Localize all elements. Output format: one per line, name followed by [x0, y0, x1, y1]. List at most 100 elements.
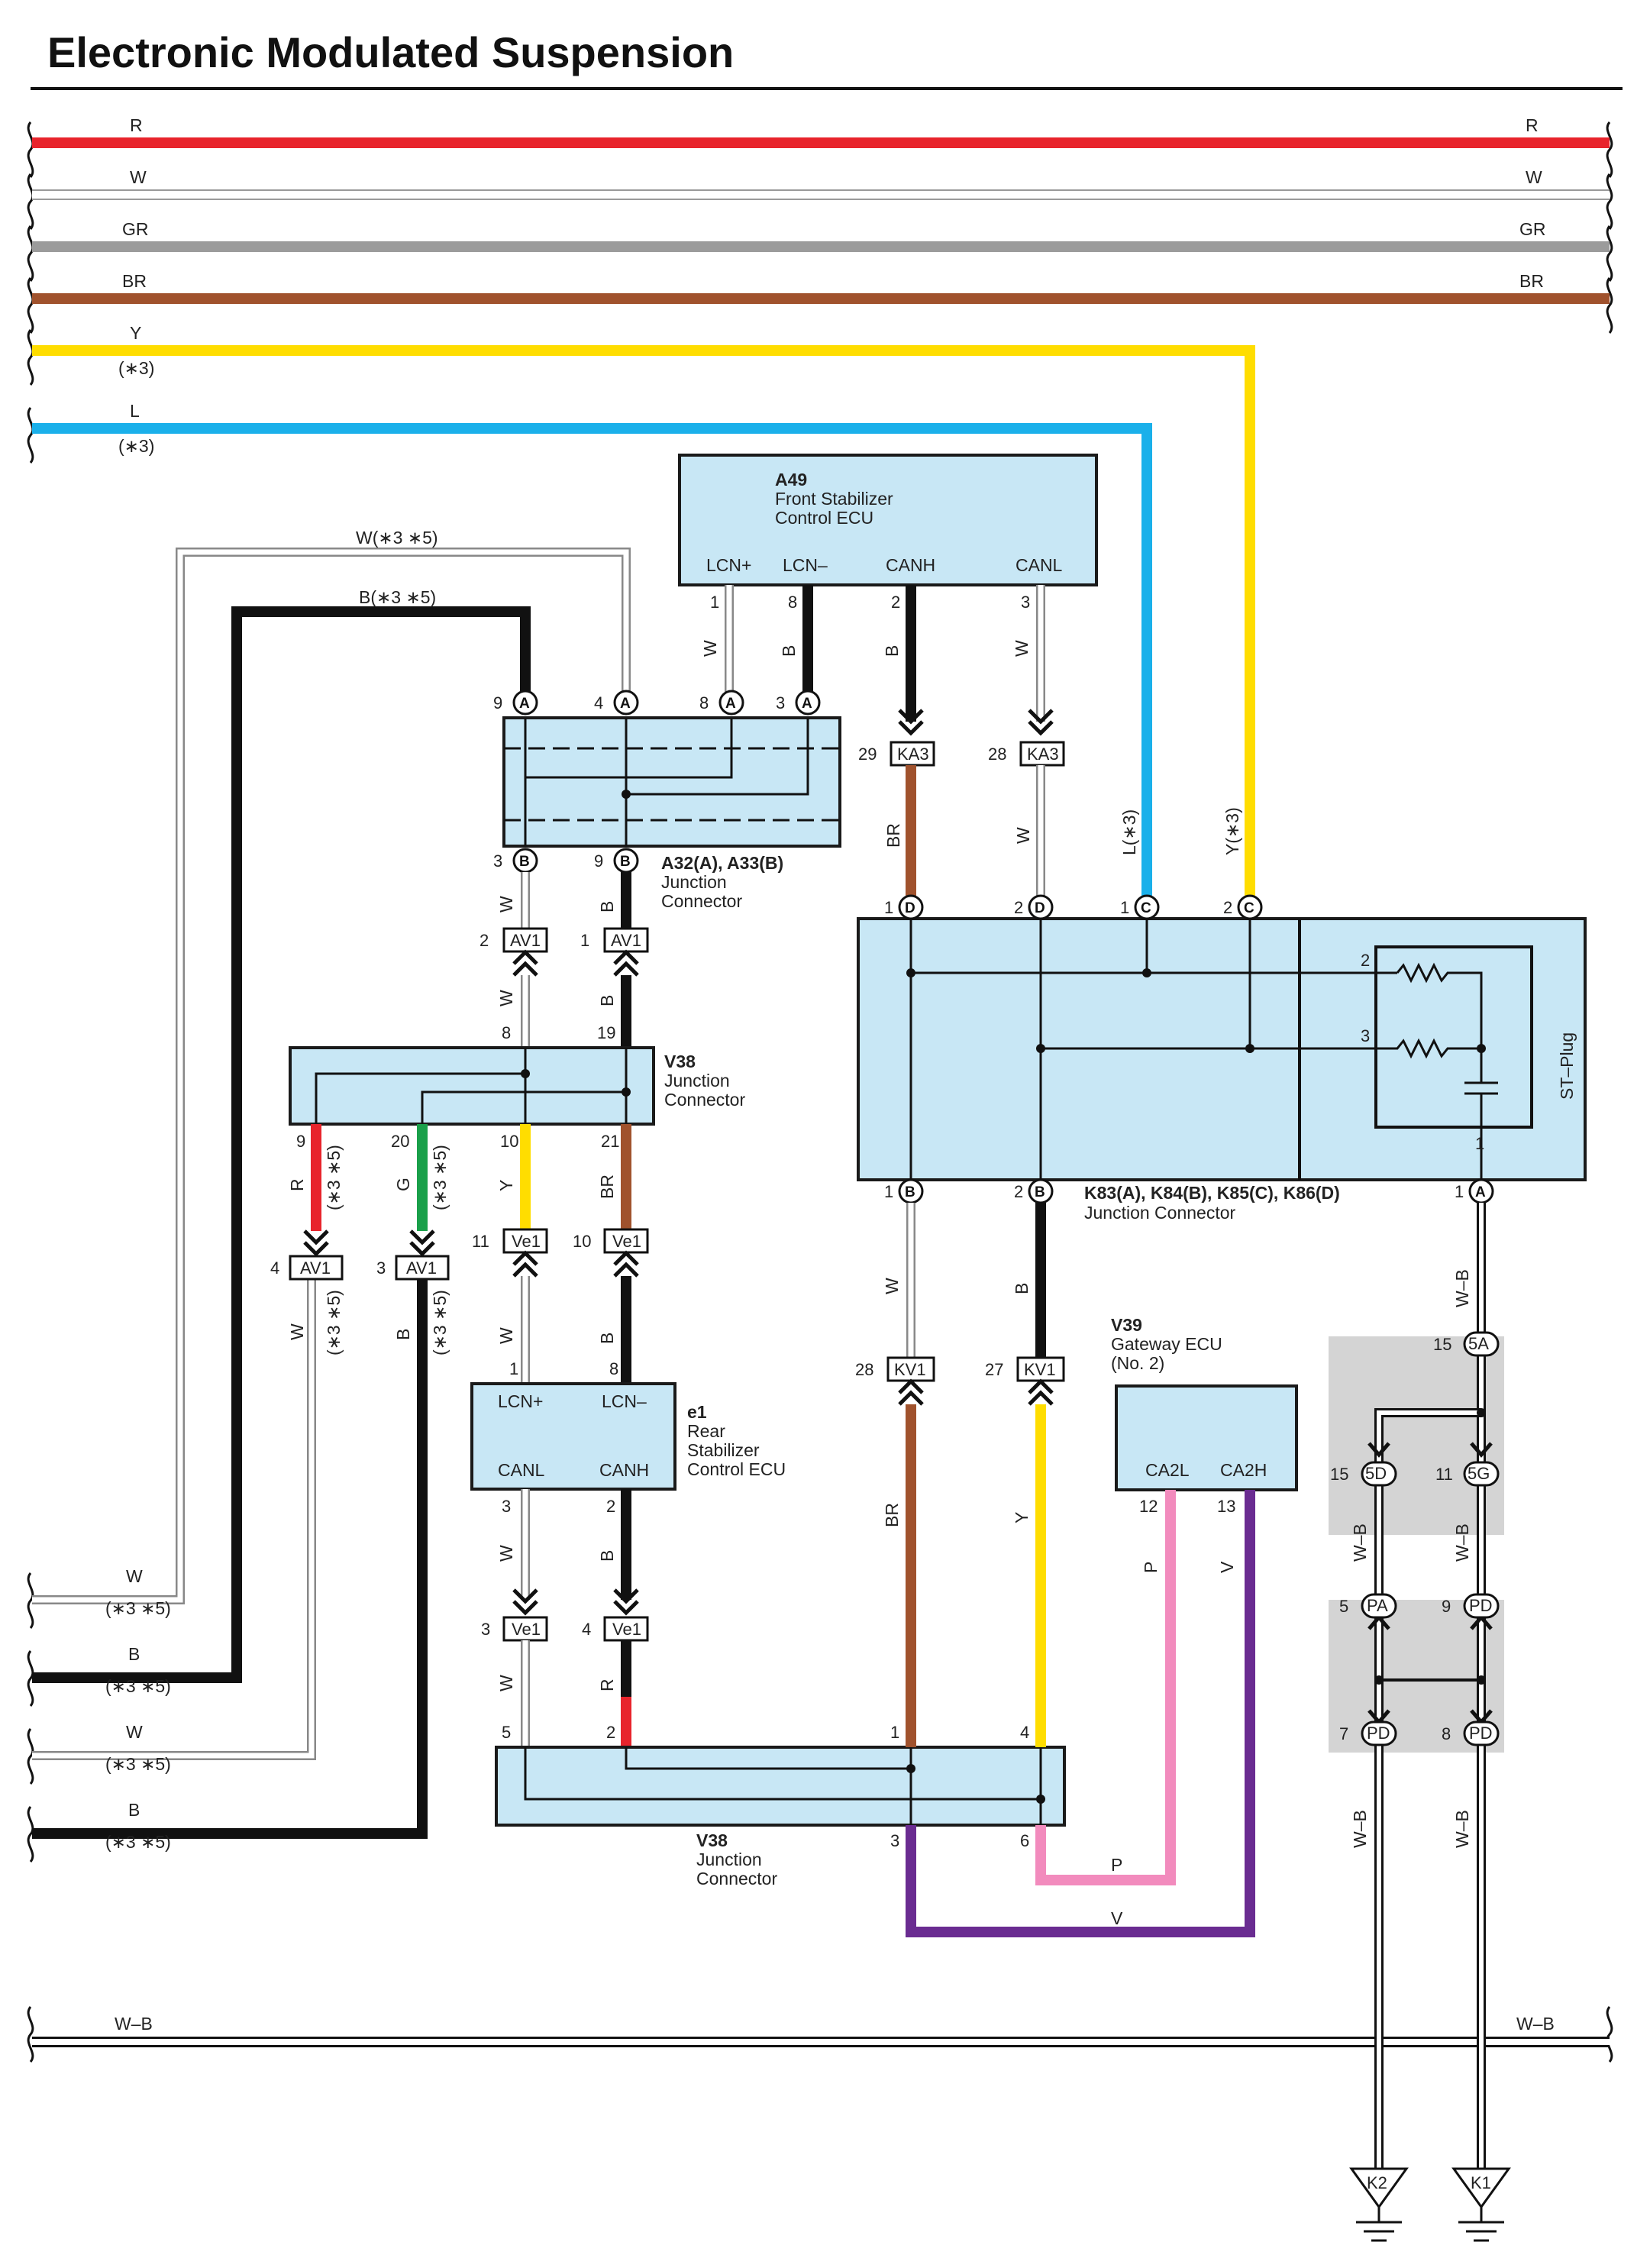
v38-top-name-2: Connector: [664, 1090, 745, 1110]
st-plug-box: [1374, 945, 1533, 1129]
v38-low-pin-1: 1: [890, 1723, 899, 1742]
left-wire-4-color: B: [128, 1800, 140, 1820]
gnd-splice-2: [1374, 1675, 1384, 1685]
k83-top-pin-2: 2: [1014, 898, 1023, 917]
ve1-low-wire-r: R: [597, 1678, 617, 1691]
a32-name-1: Junction: [661, 872, 727, 892]
left-wire-1-note: (∗3 ∗5): [105, 1598, 171, 1618]
svg-text:PD: PD: [1367, 1724, 1390, 1743]
v38-top-pin-21: 21: [601, 1132, 619, 1151]
top-b-wire-label: B(∗3 ∗5): [359, 587, 436, 607]
v-wire: [906, 1490, 1255, 1937]
e1-term-lcnp: LCN+: [498, 1391, 543, 1411]
v39-term-ca2l: CA2L: [1145, 1460, 1190, 1480]
left-wire-4-note: (∗3 ∗5): [105, 1832, 171, 1852]
gnd-conn-pa-pin: 5: [1339, 1597, 1348, 1616]
bus-w-left-label: W: [130, 167, 147, 187]
k83-bot-pin-1: 1: [884, 1182, 893, 1201]
svg-text:5G: 5G: [1468, 1464, 1490, 1483]
v39-name-1: Gateway ECU: [1111, 1334, 1222, 1354]
svg-text:KV1: KV1: [1024, 1360, 1056, 1379]
v38-low-code: V38: [696, 1830, 728, 1850]
bus-wb-left-label: W–B: [115, 2014, 153, 2034]
k83-tag-d-2: [1028, 894, 1054, 920]
kv1-wire-y: Y: [1012, 1512, 1032, 1523]
v39-code: V39: [1111, 1315, 1142, 1335]
kv1-connector-a: KV1: [886, 1356, 935, 1406]
v38-top-pin-9: 9: [296, 1132, 305, 1151]
v-wire-label: V: [1111, 1908, 1123, 1928]
v39-pin-12: 12: [1139, 1497, 1158, 1516]
gnd-wire-wb-1: W–B: [1350, 1523, 1370, 1562]
v38-wire-y: Y: [496, 1180, 516, 1191]
e1-name-2: Stabilizer: [687, 1440, 760, 1460]
a32-code: A32(A), A33(B): [661, 853, 783, 873]
st-plug-pin-2: 2: [1361, 951, 1370, 970]
k83-tag-a-1-text: A: [1475, 1184, 1486, 1200]
gnd-conn-5a: 5A: [1463, 1331, 1500, 1357]
k83-splice-5: [1477, 1044, 1486, 1053]
av1-top-pin-1: 1: [580, 931, 589, 950]
e1-name-1: Rear: [687, 1421, 725, 1441]
v38-wire-g: G: [393, 1178, 413, 1191]
a32-tag-b-3-text: B: [519, 854, 530, 870]
av1-top-wire-b: B: [597, 995, 617, 1006]
gnd-wire-wb-4: W–B: [1452, 1810, 1472, 1848]
svg-text:AV1: AV1: [300, 1258, 331, 1278]
k83-bot-pin-1a: 1: [1455, 1182, 1464, 1201]
k83-tag-c-1: [1134, 894, 1160, 920]
av1-top-wire-w: W: [496, 990, 516, 1006]
ground-k2-label: K2: [1367, 2173, 1387, 2192]
ve1-top-wire-w: W: [496, 1327, 516, 1344]
svg-text:AV1: AV1: [510, 931, 541, 950]
av1-low-note-b: (∗3 ∗5): [430, 1290, 450, 1355]
v38-low-splice-1: [906, 1764, 915, 1773]
a32-pin-9: 9: [493, 693, 502, 712]
a32-pin-3: 3: [776, 693, 785, 712]
a32-tag-a-9-text: A: [519, 696, 530, 712]
av1-low-wire-b: B: [393, 1329, 413, 1340]
ka3-pin-29: 29: [858, 745, 877, 764]
v38-note-1: (∗3 ∗5): [324, 1145, 344, 1210]
a49-term-lcnp: LCN+: [706, 555, 751, 575]
v38-top-splice-2: [622, 1087, 631, 1097]
e1-pin-2: 2: [606, 1497, 615, 1516]
av1-top-connector-a: AV1: [502, 927, 548, 977]
a49-pin-2: 2: [891, 593, 900, 612]
svg-text:5D: 5D: [1365, 1464, 1387, 1483]
k83-top-pin-1b: 1: [1120, 898, 1129, 917]
a32-tag-b-9-text: B: [620, 854, 631, 870]
ve1-low-pin-4: 4: [582, 1620, 591, 1639]
svg-text:AV1: AV1: [611, 931, 641, 950]
k83-wire-l: L(∗3): [1119, 809, 1139, 855]
bus-br-left-label: BR: [122, 271, 147, 291]
v38-low-pin-4: 4: [1020, 1723, 1029, 1742]
ve1-top-wire-b: B: [597, 1333, 617, 1344]
bus-wb-right-label: W–B: [1516, 2014, 1555, 2034]
st-plug-pin-3: 3: [1361, 1026, 1370, 1045]
ve1-top-pin-11: 11: [472, 1232, 489, 1251]
svg-text:Ve1: Ve1: [512, 1232, 541, 1251]
e1-term-canh: CANH: [599, 1460, 649, 1480]
a32-pin-b3: 3: [493, 851, 502, 871]
gnd-conn-5g-pin: 11: [1435, 1465, 1453, 1484]
v38-top-pin-19: 19: [597, 1023, 615, 1042]
k83-top-pin-2b: 2: [1223, 898, 1232, 917]
k83-bot-pin-2: 2: [1014, 1182, 1023, 1201]
p-wire-label: P: [1111, 1855, 1122, 1875]
left-wire-3-color: W: [126, 1722, 143, 1742]
kv1-pin-27: 27: [985, 1360, 1003, 1379]
v39-wire-p: P: [1141, 1562, 1161, 1573]
gnd-conn-pd-2: PD: [1361, 1720, 1397, 1746]
svg-text:Ve1: Ve1: [612, 1620, 641, 1639]
a32-tag-a-8-text: A: [725, 696, 736, 712]
a32-wire-b: B: [597, 901, 617, 913]
a49-code: A49: [775, 470, 807, 489]
left-b-wire-1: [32, 606, 531, 1683]
k83-name: Junction Connector: [1084, 1203, 1236, 1223]
av1-low-note-a: (∗3 ∗5): [324, 1290, 344, 1355]
kv1-wire-br: BR: [882, 1503, 902, 1527]
v38-low-pin-6: 6: [1020, 1831, 1029, 1850]
e1-wire-w: W: [496, 1545, 516, 1562]
